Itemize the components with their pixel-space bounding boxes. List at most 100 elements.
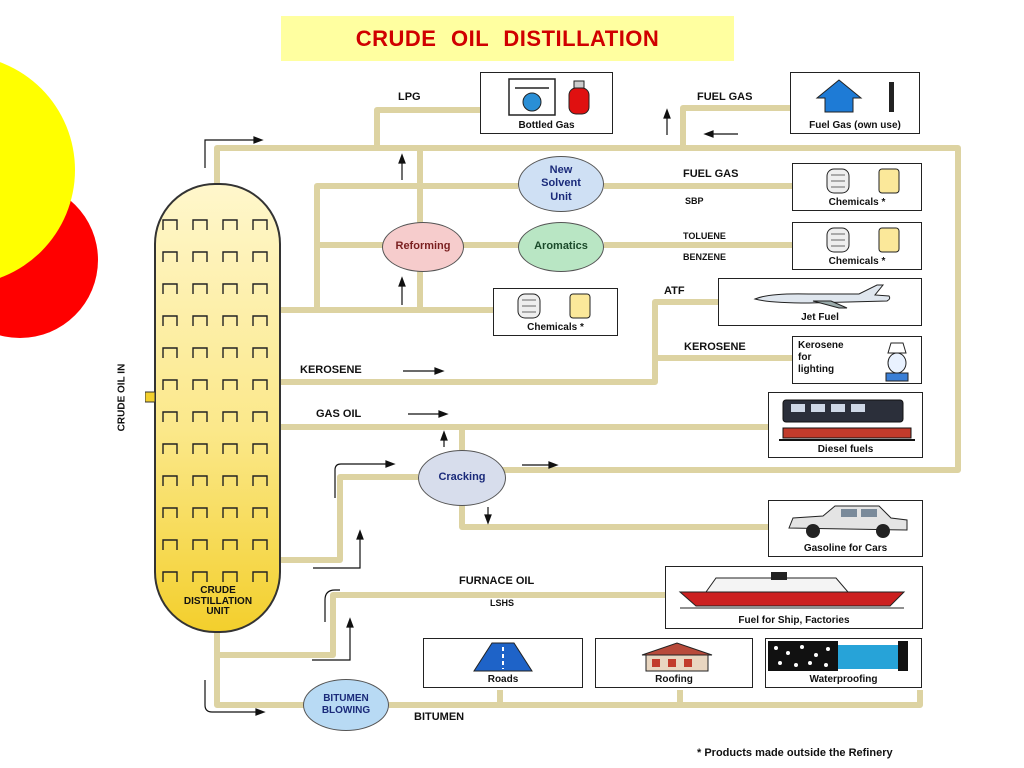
column-tray bbox=[192, 539, 208, 550]
chemicals-box-1: Chemicals * bbox=[792, 163, 922, 211]
diesel-fuels-box: Diesel fuels bbox=[768, 392, 923, 458]
roofing-box: Roofing bbox=[595, 638, 753, 688]
chemicals-label-2: Chemicals * bbox=[828, 256, 886, 267]
furnace-oil-label: FURNACE OIL bbox=[459, 575, 535, 587]
column-tray bbox=[162, 411, 178, 422]
arrow-15 bbox=[204, 680, 258, 713]
ship-fuel-box: Fuel for Ship, Factories bbox=[665, 566, 923, 629]
arrow-14 bbox=[312, 625, 351, 661]
column-label: CRUDE DISTILLATION UNIT bbox=[183, 585, 253, 617]
column-tray bbox=[252, 283, 268, 294]
roads-box: Roads bbox=[423, 638, 583, 688]
arrowhead-14 bbox=[346, 617, 354, 628]
roads-label: Roads bbox=[487, 674, 519, 685]
sbp-label: SBP bbox=[685, 196, 704, 206]
column-tray bbox=[222, 283, 238, 294]
column-tray bbox=[222, 539, 238, 550]
kerosene-lighting-label: Kerosene for lighting bbox=[798, 340, 844, 375]
kerosene-lighting-box: Kerosene for lighting bbox=[792, 336, 922, 384]
waterproofing-box: Waterproofing bbox=[765, 638, 922, 688]
lshs-label: LSHS bbox=[490, 598, 515, 608]
benzene-label: BENZENE bbox=[683, 252, 727, 262]
column-tray bbox=[252, 379, 268, 390]
waterproofing-icon bbox=[768, 641, 908, 671]
atf-label: ATF bbox=[664, 285, 685, 297]
pipe-furnace-oil bbox=[214, 592, 665, 658]
arrow-9 bbox=[334, 463, 388, 498]
arrowhead-1 bbox=[253, 136, 264, 144]
column-tray bbox=[192, 571, 208, 582]
column-tray bbox=[162, 571, 178, 582]
column-tray bbox=[192, 219, 208, 230]
column-tray bbox=[192, 315, 208, 326]
arrow-1 bbox=[204, 139, 255, 168]
ship-icon bbox=[678, 572, 906, 609]
column-tray bbox=[192, 379, 208, 390]
arrowhead-2 bbox=[663, 108, 671, 119]
pipe-top-loop bbox=[214, 145, 961, 473]
decorative-circles bbox=[0, 62, 98, 338]
bitumen-blowing-unit: BITUMEN BLOWING bbox=[303, 679, 389, 731]
column-tray bbox=[252, 507, 268, 518]
airplane-icon bbox=[753, 284, 891, 309]
toluene-label: TOLUENE bbox=[683, 231, 726, 241]
bitumen-label: BITUMEN bbox=[414, 711, 465, 723]
column-shell bbox=[154, 183, 281, 633]
column-tray bbox=[222, 219, 238, 230]
column-tray bbox=[162, 379, 178, 390]
fuel-gas-label: FUEL GAS bbox=[683, 168, 739, 180]
pipe-bitumen bbox=[389, 690, 923, 708]
pipe-atf bbox=[280, 299, 718, 385]
column-tray bbox=[192, 507, 208, 518]
car-icon bbox=[788, 505, 908, 538]
column-tray bbox=[252, 347, 268, 358]
column-tray bbox=[162, 219, 178, 230]
arrowhead-15 bbox=[255, 708, 266, 716]
column-tray bbox=[222, 347, 238, 358]
arrowhead-5 bbox=[398, 276, 406, 287]
column-tray bbox=[162, 315, 178, 326]
fuel-gas-own-use-box: Fuel Gas (own use) bbox=[790, 72, 920, 134]
column-tray bbox=[162, 475, 178, 486]
chemical-drum-icon bbox=[826, 168, 900, 194]
waterproofing-label: Waterproofing bbox=[809, 674, 878, 685]
column-tray bbox=[252, 315, 268, 326]
pipe-to-solvent bbox=[314, 183, 518, 310]
chemical-drum-icon bbox=[517, 293, 591, 319]
column-tray bbox=[162, 283, 178, 294]
lamp-icon bbox=[885, 342, 909, 382]
kerosene-left-label: KEROSENE bbox=[300, 364, 362, 376]
fuel-gas-own-use-label: Fuel Gas (own use) bbox=[809, 120, 901, 131]
column-tray bbox=[222, 443, 238, 454]
arrowhead-10 bbox=[548, 461, 559, 469]
bottled-gas-label: Bottled Gas bbox=[518, 120, 575, 131]
column-tray bbox=[162, 443, 178, 454]
footnote: * Products made outside the Refinery bbox=[697, 747, 893, 759]
gas-cylinder-icon bbox=[508, 78, 590, 116]
column-tray bbox=[222, 315, 238, 326]
pipe-gasoline bbox=[459, 505, 768, 530]
chemical-drum-icon bbox=[826, 227, 900, 253]
pipe-to-bitumen bbox=[214, 655, 305, 708]
column-tray bbox=[252, 443, 268, 454]
lpg-label: LPG bbox=[398, 91, 421, 103]
column-tray bbox=[252, 219, 268, 230]
road-icon bbox=[473, 642, 533, 672]
reforming-unit: Reforming bbox=[382, 222, 464, 272]
pipe-fuel-gas-top bbox=[680, 105, 790, 148]
bottled-gas-box: Bottled Gas bbox=[480, 72, 613, 134]
chemicals-label-3: Chemicals * bbox=[527, 322, 584, 333]
diesel-fuels-label: Diesel fuels bbox=[817, 444, 874, 455]
column-tray bbox=[192, 443, 208, 454]
pipe-to-cracking bbox=[280, 474, 418, 563]
gasoline-label: Gasoline for Cars bbox=[803, 543, 888, 554]
column-tray bbox=[162, 347, 178, 358]
arrowhead-8 bbox=[440, 430, 448, 441]
column-tray bbox=[192, 251, 208, 262]
column-tray bbox=[222, 379, 238, 390]
new-solvent-unit: New Solvent Unit bbox=[518, 156, 604, 212]
arrowhead-11 bbox=[484, 514, 492, 525]
arrowhead-12 bbox=[356, 529, 364, 540]
column-tray bbox=[222, 507, 238, 518]
